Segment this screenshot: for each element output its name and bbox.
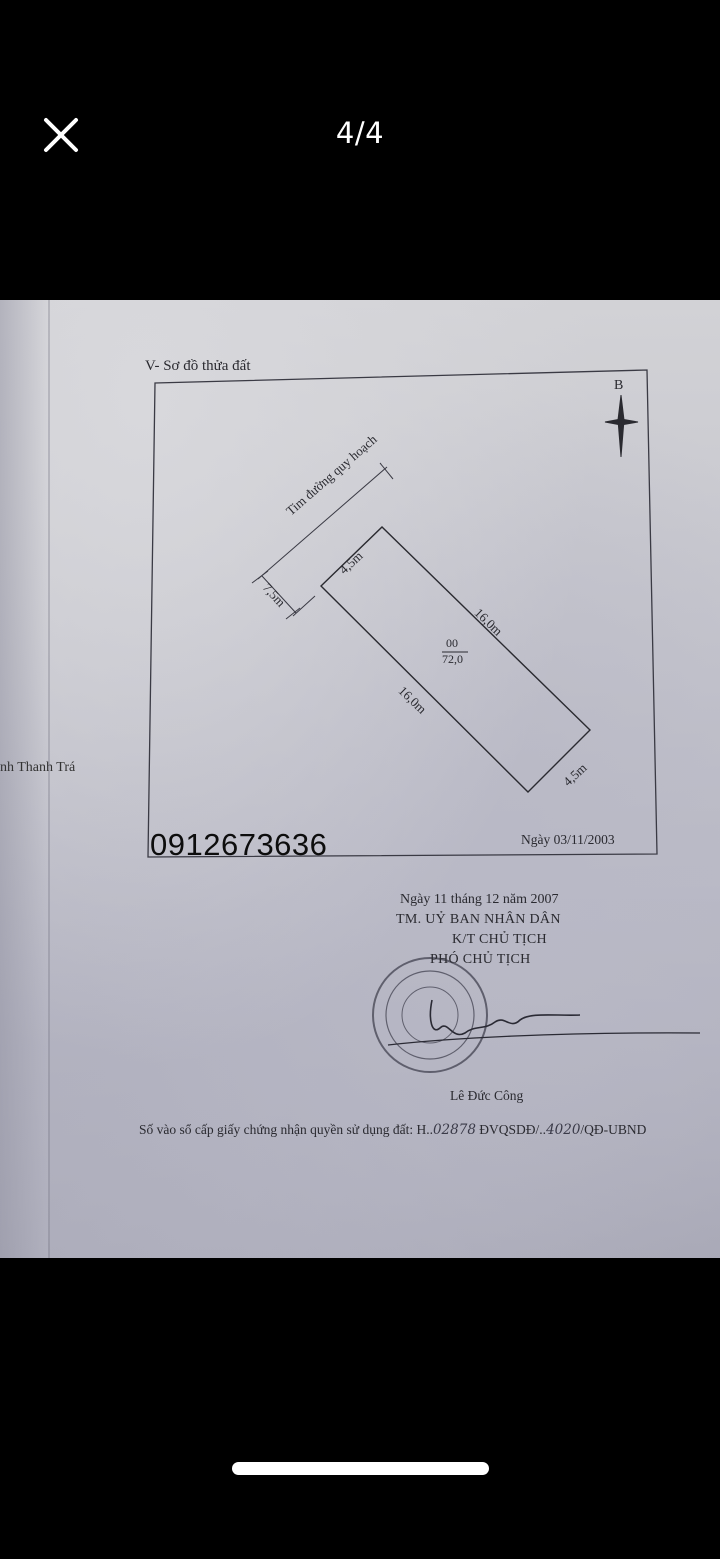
paper-fold-shadow (0, 300, 48, 1258)
home-indicator[interactable] (232, 1462, 489, 1475)
registration-number: 02878 (432, 1122, 476, 1138)
document-photo[interactable]: V- Sơ đồ thửa đất (0, 300, 720, 1258)
registration-suffix: /QĐ-UBND (580, 1122, 647, 1137)
signer-name: Lê Đức Công (450, 1088, 524, 1103)
left-margin-text: nh Thanh Trá (0, 760, 76, 775)
parcel-number: 00 (446, 636, 458, 650)
page-counter: 4/4 (335, 116, 385, 150)
phone-overlay: 0912673636 (150, 827, 328, 862)
land-plot (320, 526, 591, 793)
north-label: B (614, 378, 624, 393)
signature-org: TM. UỶ BAN NHÂN DÂN (396, 912, 561, 927)
plot-date: Ngày 03/11/2003 (521, 832, 615, 847)
registration-prefix: Số vào sổ cấp giấy chứng nhận quyền sử d… (139, 1122, 433, 1137)
signature-date: Ngày 11 tháng 12 năm 2007 (400, 892, 559, 907)
signature (387, 999, 701, 1046)
viewer-header: 4/4 (0, 0, 720, 300)
plot-diagram (147, 369, 701, 1073)
registration-line: Số vào sổ cấp giấy chứng nhận quyền sử d… (139, 1122, 646, 1138)
paper-fold-line (48, 300, 50, 1258)
signature-kt: K/T CHỦ TỊCH (452, 932, 547, 947)
signature-title: PHÓ CHỦ TỊCH (430, 952, 531, 967)
north-arrow-icon (604, 394, 639, 458)
close-button[interactable] (40, 114, 82, 156)
decision-number: 4020 (546, 1122, 581, 1138)
registration-mid: ĐVQSDĐ/.. (475, 1122, 547, 1137)
parcel-area: 72,0 (442, 652, 463, 666)
diagram-frame (147, 369, 658, 858)
road-centerline (251, 462, 394, 620)
close-icon (44, 118, 78, 152)
section-title: V- Sơ đồ thửa đất (145, 358, 251, 374)
official-stamp (372, 957, 488, 1073)
